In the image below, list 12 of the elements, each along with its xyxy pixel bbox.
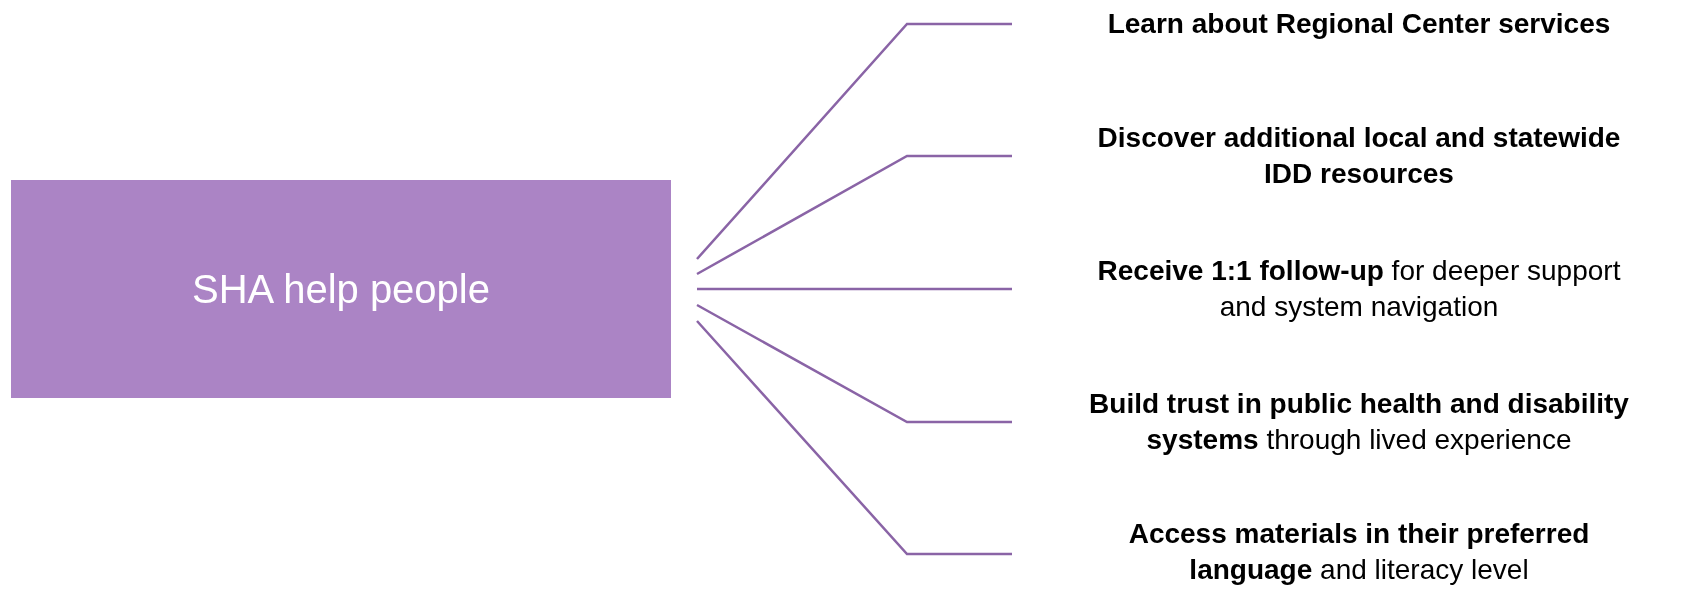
connector-line <box>696 303 1012 424</box>
benefit-text: Receive 1:1 follow-up for deeper support and system navigation <box>1096 253 1622 324</box>
connector-line <box>696 320 1012 556</box>
benefit-text: Build trust in public health and disability systems through lived experience <box>1088 386 1630 457</box>
benefit-text: Access materials in their preferred language and literacy level <box>1127 516 1591 587</box>
topic-box <box>11 180 671 398</box>
benefit-text: Learn about Regional Center services <box>1107 6 1611 41</box>
topic-text: SHA help people <box>192 266 490 313</box>
connector-line <box>697 287 1012 291</box>
benefit-text: Discover additional local and statewide IDD resources <box>1096 120 1622 191</box>
connector-line <box>696 22 1012 260</box>
connector-line <box>696 154 1012 276</box>
